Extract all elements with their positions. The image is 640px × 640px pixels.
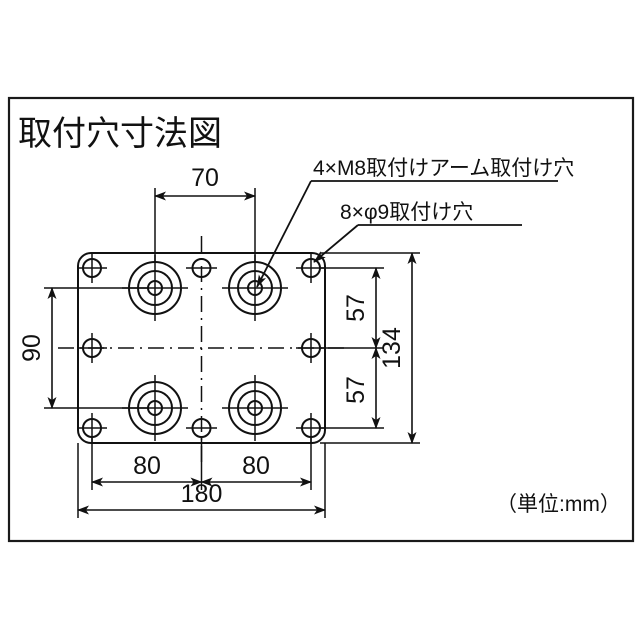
phi9-hole-top-left (77, 253, 107, 283)
dimension-70-label: 70 (191, 164, 219, 192)
annotation-arm-mount-holes-label: 4×M8取付けアーム取付け穴 (313, 157, 574, 180)
dimension-180-label: 180 (181, 480, 223, 508)
dimension-70: 70 (154, 164, 256, 262)
dimension-180: 180 (77, 443, 326, 518)
dimension-80-right: 80 (200, 437, 312, 490)
dimension-57-lower-label: 57 (342, 376, 370, 404)
annotation-phi9-mount-holes: 8×φ9取付け穴 (313, 201, 522, 263)
dimension-134: 134 (320, 252, 420, 444)
phi9-hole-middle-left (77, 333, 107, 363)
drawing-frame (7, 96, 635, 543)
dimension-80-right-label: 80 (242, 452, 270, 480)
dimension-57-lower: 57 (320, 347, 384, 429)
m8-hole-bottom-right (222, 375, 288, 441)
page-title: 取付穴寸法図 (18, 115, 222, 153)
annotation-phi9-mount-holes-label: 8×φ9取付け穴 (340, 201, 473, 224)
dimension-134-label: 134 (378, 327, 406, 369)
phi9-through-holes (77, 253, 326, 443)
dimension-90: 90 (18, 287, 148, 409)
dimension-57-upper-label: 57 (342, 294, 370, 322)
dimension-57-upper: 57 (320, 267, 384, 349)
phi9-hole-top-center (186, 258, 217, 278)
annotation-arm-mount-holes: 4×M8取付けアーム取付け穴 (256, 157, 574, 288)
dimension-80-left-label: 80 (133, 452, 161, 480)
dimension-90-label: 90 (18, 334, 46, 362)
unit-note: （単位:mm） (496, 493, 621, 516)
